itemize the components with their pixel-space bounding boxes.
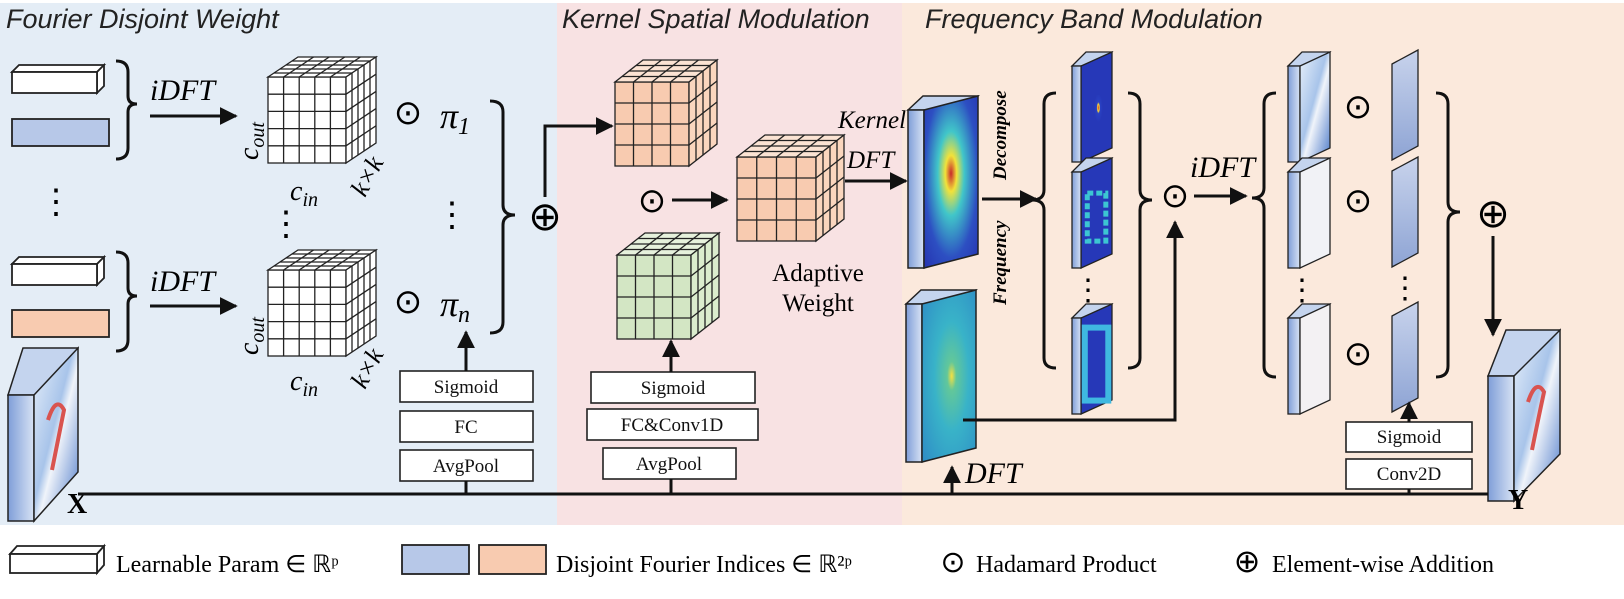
- fbm-conv2d-label: Conv2D: [1377, 464, 1441, 485]
- kernel-label: Kernel: [837, 107, 906, 134]
- frequency-bands: [1070, 50, 1114, 416]
- idft-label-fbm: iDFT: [1190, 151, 1257, 184]
- hadamard-band-n: ⊙: [1344, 336, 1373, 373]
- fdw-sigmoid-box: [399, 370, 534, 403]
- legend-blue-swatch: [401, 544, 470, 575]
- legend-addition-symbol: ⊕: [1234, 543, 1261, 579]
- ksm-fc-conv-box: [586, 408, 759, 441]
- legend-learnable-label: Learnable Param ∈ ℝᵖ: [116, 552, 339, 578]
- adaptive-weight-cube: [735, 133, 846, 243]
- kernel-dft-label: DFT: [846, 147, 896, 174]
- hadamard-band-2: ⊙: [1344, 183, 1373, 220]
- dft-label-bottom: DFT: [964, 457, 1024, 490]
- ksm-avgpool-box: [602, 447, 737, 480]
- legend-hadamard-label: Hadamard Product: [976, 552, 1157, 578]
- legend-learnable-swatch: [8, 545, 106, 555]
- idft-label-top: iDFT: [150, 74, 217, 107]
- weight-label: Weight: [782, 290, 854, 317]
- ksm-title: Kernel Spatial Modulation: [562, 4, 870, 34]
- hadamard-pin: ⊙: [394, 284, 423, 321]
- fdw-fc-box: [399, 410, 534, 443]
- kernel-cube-orange: [613, 58, 719, 168]
- weight-cube-top: [265, 55, 379, 165]
- input-feature-map: [6, 346, 80, 523]
- fdw-sigmoid-label: Sigmoid: [434, 377, 499, 398]
- dots-spatial: ⋮: [1287, 274, 1317, 307]
- hadamard-ksm: ⊙: [638, 183, 667, 220]
- kernel-cube-green: [615, 231, 721, 341]
- spatial-bracket-left: [1251, 91, 1277, 379]
- dots-left: ⋮: [39, 184, 73, 221]
- dots-bands: ⋮: [1073, 274, 1103, 307]
- cout-label-bottom: cout: [234, 317, 269, 355]
- pi-n-label: πn: [440, 284, 470, 328]
- fdw-avgpool-label: AvgPool: [433, 456, 499, 477]
- band-bracket-left: [1031, 91, 1057, 370]
- fbm-title: Frequency Band Modulation: [925, 4, 1263, 34]
- frequency-label: Frequency: [990, 220, 1011, 306]
- dots-pi: ⋮: [435, 197, 469, 234]
- ksm-sigmoid-box: [590, 371, 756, 404]
- decompose-label: Decompose: [990, 90, 1011, 181]
- input-fft-map: [904, 289, 978, 463]
- output-feature-map: [1486, 328, 1562, 503]
- sum-fbm: ⊕: [1476, 191, 1510, 236]
- spatial-band-features: [1286, 48, 1419, 416]
- legend-disjoint-label: Disjoint Fourier Indices ∈ ℝ²ᵖ: [556, 552, 852, 578]
- dots-gates: ⋮: [1390, 272, 1420, 305]
- hadamard-fbm: ⊙: [1161, 178, 1190, 215]
- dots-cube: ⋮: [269, 206, 303, 243]
- cin-label-top: cin: [290, 176, 318, 211]
- ksm-avgpool-label: AvgPool: [636, 454, 702, 475]
- cin-label-bottom: cin: [290, 366, 318, 401]
- pi-1-label: π1: [440, 96, 470, 140]
- hadamard-pi1: ⊙: [394, 95, 423, 132]
- param-group-top: [9, 59, 138, 161]
- fbm-conv2d-box: [1345, 458, 1473, 490]
- fbm-sigmoid-label: Sigmoid: [1377, 427, 1442, 448]
- input-x-label: X: [67, 489, 87, 520]
- legend-hadamard-symbol: ⊙: [940, 546, 965, 579]
- sum-to-ksm-arrow: [543, 117, 614, 197]
- fft-to-hadamard-arrow: [963, 220, 1184, 422]
- fbm-sigmoid-box: [1345, 421, 1473, 453]
- fdw-avgpool-box: [399, 449, 534, 482]
- sum-fdw: ⊕: [528, 194, 562, 239]
- legend-orange-swatch: [478, 544, 547, 575]
- cout-label-top: cout: [234, 122, 269, 160]
- fdw-title: Fourier Disjoint Weight: [6, 4, 280, 34]
- pi-bracket: [489, 99, 516, 335]
- weight-cube-bottom: [265, 248, 379, 358]
- legend-addition-label: Element-wise Addition: [1272, 552, 1494, 578]
- legend: Learnable Param ∈ ℝᵖ Disjoint Fourier In…: [8, 543, 1494, 579]
- adaptive-label: Adaptive: [772, 260, 864, 287]
- fdw-fc-label: FC: [454, 417, 477, 438]
- kernel-spectrum-map: [906, 95, 980, 269]
- ksm-fc-conv-label: FC&Conv1D: [621, 415, 723, 436]
- ksm-sigmoid-label: Sigmoid: [641, 378, 706, 399]
- hadamard-band-1: ⊙: [1344, 89, 1373, 126]
- idft-label-bottom: iDFT: [150, 265, 217, 298]
- band-bracket-right: [1127, 91, 1153, 370]
- output-y-label: Y: [1508, 485, 1528, 516]
- spatial-bracket-right: [1435, 91, 1461, 379]
- param-group-bottom: [9, 250, 138, 353]
